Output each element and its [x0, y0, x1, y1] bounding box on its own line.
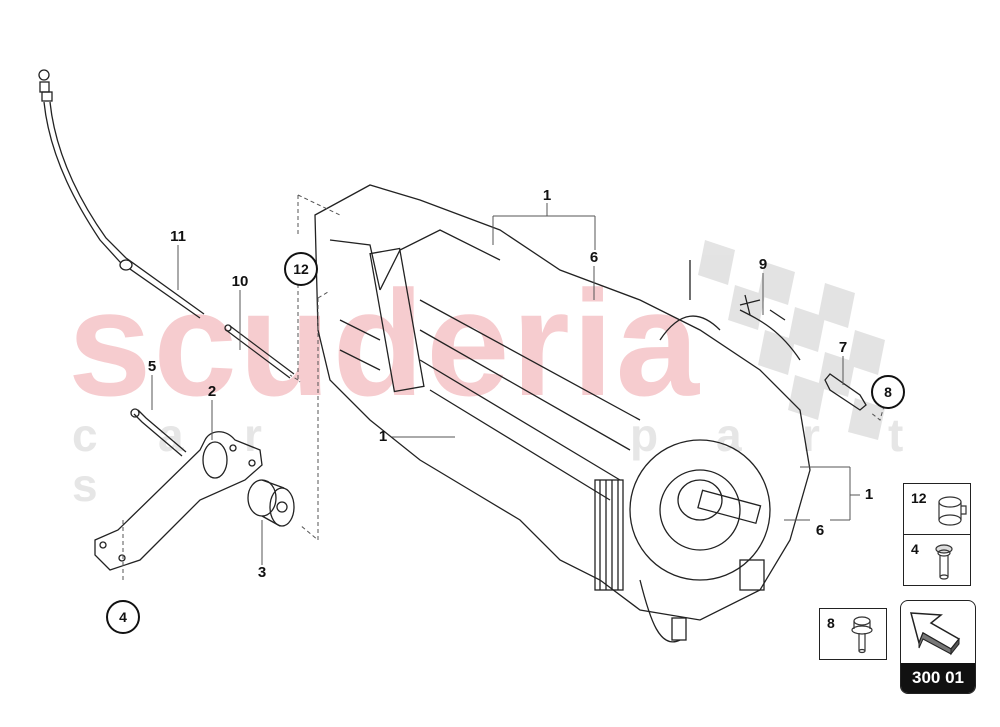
- callout-10[interactable]: 10: [231, 273, 249, 290]
- guide-rod-drawing: [224, 324, 295, 379]
- circled-ref-4[interactable]: 4: [106, 600, 140, 634]
- collar-bolt-icon: [935, 544, 953, 580]
- dipstick-tube-drawing: [38, 69, 205, 319]
- callout-1-left[interactable]: 1: [378, 428, 388, 445]
- mount-bracket-drawing: [94, 431, 263, 571]
- callout-6-right[interactable]: 6: [815, 522, 825, 539]
- hose-clamp-icon: [938, 496, 967, 526]
- callout-3[interactable]: 3: [257, 564, 267, 581]
- callout-5[interactable]: 5: [147, 358, 157, 375]
- harness-clips-drawing: [739, 294, 786, 321]
- circled-ref-8[interactable]: 8: [871, 375, 905, 409]
- page-code: 300 01: [901, 663, 975, 693]
- callout-2[interactable]: 2: [207, 383, 217, 400]
- callout-7[interactable]: 7: [838, 339, 848, 356]
- hex-bolt-icon: [851, 616, 873, 654]
- small-bracket-drawing: [824, 373, 867, 411]
- callout-9[interactable]: 9: [758, 256, 768, 273]
- stud-bolt-drawing: [130, 408, 187, 457]
- gearbox-drawing: [314, 184, 811, 643]
- legend-box-12[interactable]: 12: [903, 483, 971, 535]
- callout-1-right[interactable]: 1: [864, 486, 874, 503]
- callout-11[interactable]: 11: [170, 228, 186, 245]
- legend-box-4[interactable]: 4: [903, 534, 971, 586]
- arrow-up-left-icon: [910, 612, 961, 656]
- nav-button-300-01[interactable]: 300 01: [900, 600, 976, 694]
- legend-box-8[interactable]: 8: [819, 608, 887, 660]
- circled-ref-12[interactable]: 12: [284, 252, 318, 286]
- callout-6-top[interactable]: 6: [589, 249, 599, 266]
- callout-1-top[interactable]: 1: [542, 187, 552, 204]
- rubber-bushing-drawing: [247, 479, 295, 527]
